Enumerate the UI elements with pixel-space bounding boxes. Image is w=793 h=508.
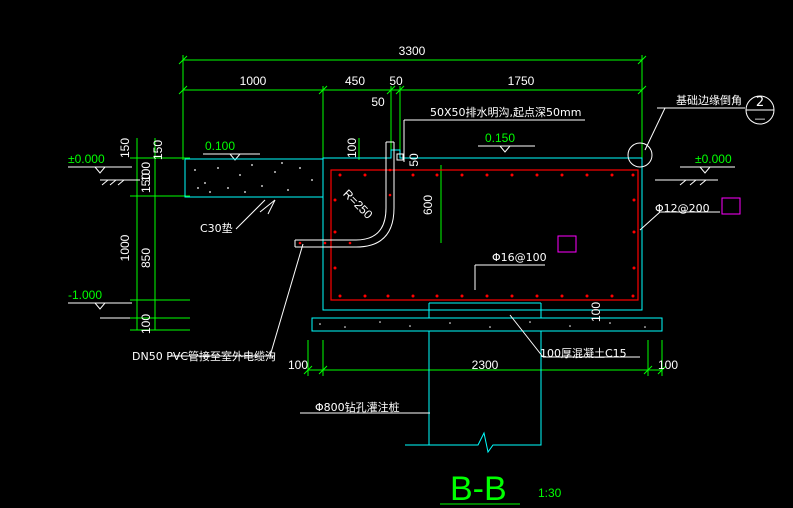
note-drain-slot: 50X50排水明沟,起点深50mm (430, 105, 581, 119)
dim-bottom-100b: 100 (658, 358, 678, 372)
drain-slot (396, 153, 404, 161)
edge-detail-circle (627, 142, 653, 168)
dim-left-150a: 150 (118, 138, 132, 158)
rebar-dots (333, 173, 636, 298)
dim-left-100: 100 (139, 162, 153, 182)
dim-left-1000: 1000 (118, 234, 132, 261)
note-concrete-c15: 100厚混凝土C15 (540, 346, 627, 360)
dim-left-150b: 150 (151, 140, 165, 160)
level-slab-top: 0.100 (205, 139, 235, 153)
dim-total: 3300 (399, 44, 426, 58)
dim-seg2: 450 (345, 74, 365, 88)
dimension-lines (130, 55, 667, 376)
dim-left-150c: 150 (139, 173, 153, 193)
level-right-zero: ±0.000 (695, 152, 732, 166)
dim-left-100b: 100 (139, 314, 153, 334)
note-edge-detail: 基础边缘倒角 (676, 94, 742, 107)
note-pile: Φ800钻孔灌注桩 (315, 400, 400, 414)
rebar-cage (330, 169, 639, 301)
dim-bottom-2300: 2300 (472, 358, 499, 372)
level-markers (68, 145, 735, 319)
level-minus1000: -1.000 (68, 288, 102, 302)
note-rebar-16: Φ16@100 (492, 251, 547, 264)
dim-left-850: 850 (139, 248, 153, 268)
concrete-hatch (194, 162, 646, 328)
level-box-top: 0.150 (485, 131, 515, 145)
dim-small50: 50 (371, 95, 385, 109)
section-title: B-B (450, 470, 507, 508)
leader-lines (170, 107, 745, 414)
note-pvc-pipe: DN50 PVC管接至室外电缆沟 (132, 349, 276, 363)
section-scale: 1:30 (538, 486, 562, 500)
level-left-zero: ±0.000 (68, 152, 105, 166)
dim-bottom-100a: 100 (288, 358, 308, 372)
note-rebar-12: Φ12@200 (655, 202, 710, 215)
dim-small50b: 50 (407, 153, 421, 167)
note-c30: C30垫 (200, 221, 233, 235)
detail-number: 2 (756, 95, 764, 110)
magenta-marker (721, 197, 741, 215)
dim-seg3: 50 (389, 74, 403, 88)
dim-radius: R=250 (340, 187, 375, 222)
dim-top100: 100 (345, 138, 359, 158)
dim-seg4: 1750 (508, 74, 535, 88)
pipe-dots (298, 168, 392, 245)
detail-sheet: — (755, 112, 766, 125)
dim-base100: 100 (589, 302, 603, 322)
magenta-marker (557, 235, 577, 253)
dim-seg1: 1000 (240, 74, 267, 88)
pvc-pipe (294, 141, 395, 248)
dim-h600: 600 (421, 195, 435, 215)
